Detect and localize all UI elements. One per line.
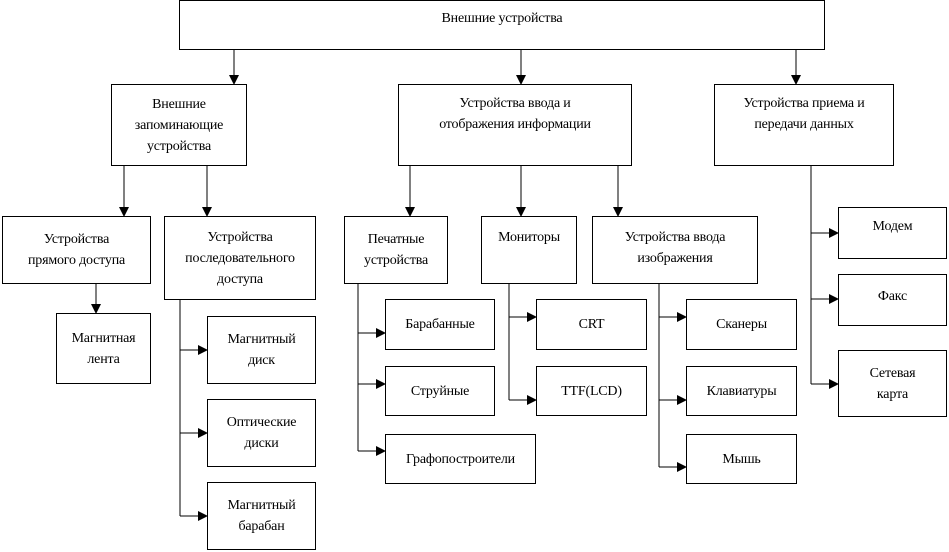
storage-category-node: Внешние запоминающие устройства [111,84,247,166]
io-category-node: Устройства ввода и отображения информаци… [398,84,632,166]
image-input-label: Устройства ввода изображения [624,230,726,266]
keyboards-label: Клавиатуры [706,383,777,399]
optical-disks-label: Оптические диски [226,415,297,451]
printers-label: Печатные устройства [364,232,428,268]
monitors-node: Мониторы [481,216,577,284]
inkjet-printers-node: Струйные [385,366,495,416]
tft-node: TTF(LCD) [536,366,647,416]
scanners-node: Сканеры [686,299,797,350]
comm-category-node: Устройства приема и передачи данных [714,84,894,166]
crt-label: CRT [578,317,605,332]
plotters-node: Графопостроители [385,434,536,484]
crt-node: CRT [536,299,647,350]
direct-access-node: Устройства прямого доступа [2,216,151,284]
mouse-node: Мышь [686,434,797,484]
sequential-access-node: Устройства последовательного доступа [164,216,316,300]
monitors-label: Мониторы [498,230,560,245]
network-card-label: Сетевая карта [869,365,916,402]
storage-category-label: Внешние запоминающие устройства [134,96,224,154]
drum-printers-label: Барабанные [405,317,475,332]
root-node: Внешние устройства [179,0,825,50]
io-category-label: Устройства ввода и отображения информаци… [439,96,591,132]
magnetic-drum-node: Магнитный барабан [207,482,316,550]
sequential-access-label: Устройства последовательного доступа [185,229,295,287]
plotters-label: Графопостроители [406,451,515,467]
fax-node: Факс [838,274,947,326]
inkjet-printers-label: Струйные [410,383,470,399]
keyboards-node: Клавиатуры [686,366,797,416]
magnetic-drum-label: Магнитный барабан [227,498,296,534]
magnetic-disk-node: Магнитный диск [207,316,316,384]
magnetic-tape-label: Магнитная лента [71,330,136,367]
drum-printers-node: Барабанные [385,299,495,350]
magnetic-tape-node: Магнитная лента [56,313,151,384]
optical-disks-node: Оптические диски [207,399,316,467]
scanners-label: Сканеры [716,317,767,332]
printers-node: Печатные устройства [344,216,448,284]
fax-label: Факс [877,289,908,304]
magnetic-disk-label: Магнитный диск [227,332,296,368]
mouse-label: Мышь [722,451,761,467]
tft-label: TTF(LCD) [561,383,622,399]
modem-label: Модем [872,219,913,234]
modem-node: Модем [838,207,947,259]
image-input-node: Устройства ввода изображения [592,216,758,284]
network-card-node: Сетевая карта [838,350,947,417]
root-label: Внешние устройства [441,11,563,26]
comm-category-label: Устройства приема и передачи данных [743,96,865,132]
direct-access-label: Устройства прямого доступа [27,232,125,268]
